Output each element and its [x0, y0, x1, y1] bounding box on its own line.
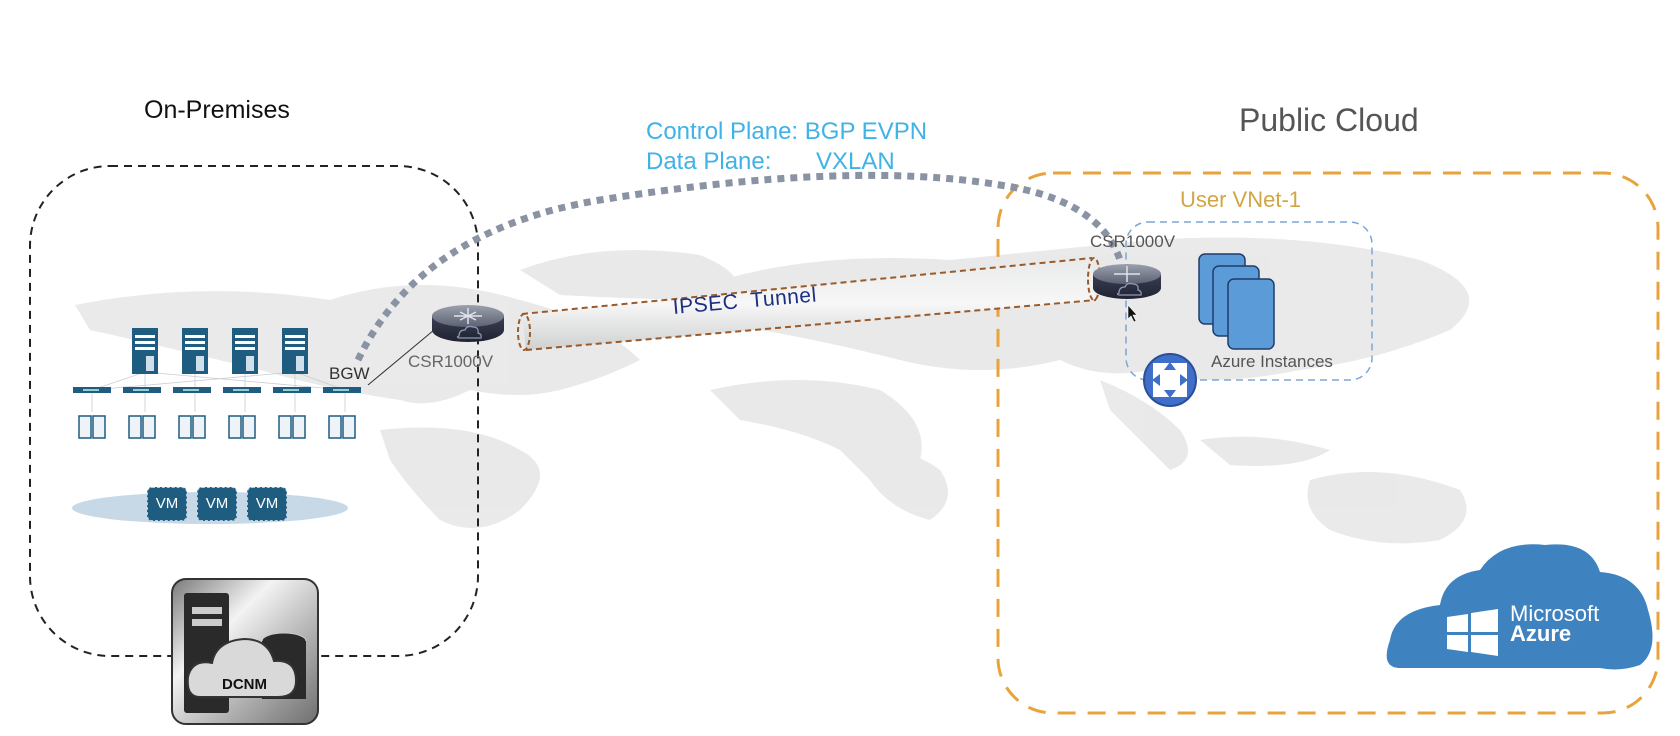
csr-right-label: CSR1000V	[1090, 232, 1176, 251]
spine-server-icon[interactable]	[182, 328, 208, 374]
azure-gateway-icon[interactable]	[1143, 353, 1197, 407]
public-cloud-title: Public Cloud	[1239, 102, 1419, 138]
leaf-switch-icon[interactable]	[173, 387, 211, 393]
rack-icon[interactable]	[128, 415, 156, 439]
router-arrows-icon	[454, 308, 482, 324]
vnet-boundary	[1125, 221, 1373, 381]
azure-instances-label: Azure Instances	[1211, 352, 1333, 371]
leaf-switch-icon[interactable]	[273, 387, 311, 393]
leaf-switch-icon[interactable]	[323, 387, 361, 393]
rack-icon[interactable]	[78, 415, 106, 439]
bgw-link	[367, 324, 441, 386]
spine-server-icon[interactable]	[282, 328, 308, 374]
leaf-switch-icon[interactable]	[223, 387, 261, 393]
spine-servers	[132, 328, 308, 374]
microsoft-text: Microsoft	[1510, 601, 1600, 626]
csr1000v-router-left[interactable]	[432, 305, 504, 342]
csr-left-label: CSR1000V	[408, 352, 494, 371]
control-plane-value: BGP EVPN	[804, 118, 928, 145]
control-plane-label: Control Plane:	[646, 118, 799, 145]
bgw-label: BGW	[329, 364, 370, 383]
spine-server-icon[interactable]	[232, 328, 258, 374]
rack-icon[interactable]	[178, 415, 206, 439]
azure-text: Azure	[1510, 621, 1572, 646]
leaf-switch-icon[interactable]	[73, 387, 111, 393]
vnet-label: User VNet-1	[1180, 187, 1302, 212]
spine-server-icon[interactable]	[132, 328, 158, 374]
data-plane-text: Data Plane: VXLAN	[646, 148, 895, 176]
azure-instances-icon[interactable]	[1198, 253, 1275, 350]
rack-icon[interactable]	[278, 415, 306, 439]
dcnm-controller-icon[interactable]	[171, 578, 319, 725]
public-cloud-boundary	[996, 171, 1660, 715]
windows-logo-icon	[1447, 609, 1498, 656]
cloud-icon	[456, 325, 482, 339]
server-racks	[78, 415, 356, 439]
vm-icon[interactable]: VM	[197, 487, 237, 521]
rack-icon[interactable]	[328, 415, 356, 439]
data-plane-label: Data Plane:	[646, 148, 772, 175]
microsoft-azure-logo	[1386, 544, 1653, 670]
bgp-evpn-arc	[354, 171, 1124, 362]
rack-icon[interactable]	[228, 415, 256, 439]
leaf-switch-icon[interactable]	[123, 387, 161, 393]
vm-icon[interactable]: VM	[147, 487, 187, 521]
microsoft-azure-label: Microsoft Azure	[1510, 601, 1600, 646]
cloud-icon	[1116, 282, 1142, 296]
csr1000v-router-right[interactable]	[1093, 264, 1161, 299]
dcnm-label: DCNM	[222, 676, 267, 693]
mouse-cursor-icon	[1127, 304, 1138, 323]
router-arrows-icon	[1114, 266, 1140, 282]
leaf-switches	[73, 387, 361, 393]
data-plane-value: VXLAN	[816, 148, 895, 175]
on-premises-title: On-Premises	[144, 96, 290, 124]
vm-icon[interactable]: VM	[247, 487, 287, 521]
control-plane-text: Control Plane: BGP EVPN	[646, 118, 927, 146]
